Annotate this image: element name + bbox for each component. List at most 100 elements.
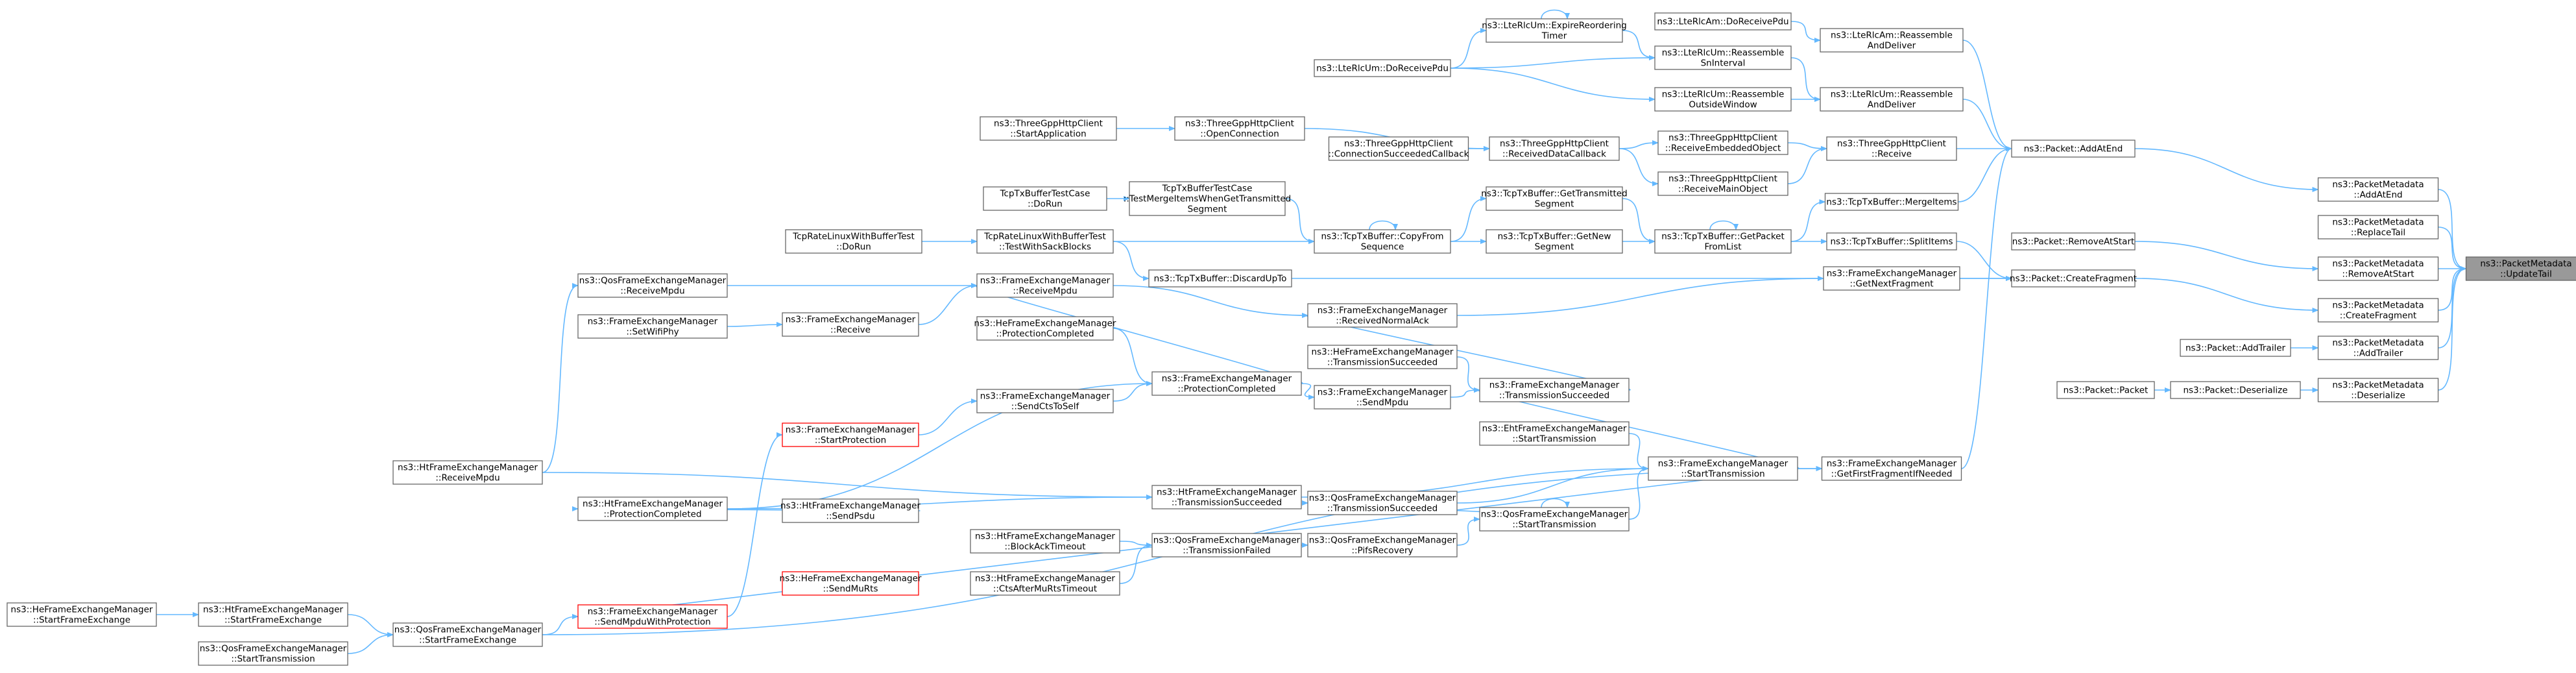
node-ns3-frameexchangemanager-protectioncompleted[interactable]: ns3::FrameExchangeManager::ProtectionCom… <box>1151 371 1302 396</box>
node-ns3-threegpphttpclient-receivemainobject[interactable]: ns3::ThreeGppHttpClient::ReceiveMainObje… <box>1657 171 1788 196</box>
node-label-line: ns3::HtFrameExchangeManager <box>780 501 921 511</box>
call-edge <box>1619 140 1659 149</box>
node-ns3-ehtframeexchangemanager-starttransmission[interactable]: ns3::EhtFrameExchangeManager::StartTrans… <box>1479 421 1630 446</box>
call-edge <box>1961 146 2012 469</box>
node-tcptxbuffertestcase-dorun[interactable]: TcpTxBufferTestCase::DoRun <box>983 186 1107 211</box>
node-ns3-htframeexchangemanager-sendpsdu[interactable]: ns3::HtFrameExchangeManager::SendPsdu <box>780 498 921 523</box>
node-ns3-threegpphttpclient-receive[interactable]: ns3::ThreeGppHttpClient::Receive <box>1826 136 1957 161</box>
node-ns3-frameexchangemanager-receivempdu[interactable]: ns3::FrameExchangeManager::ReceiveMpdu <box>976 273 1114 298</box>
node-ns3-tcptxbuffer-mergeitems[interactable]: ns3::TcpTxBuffer::MergeItems <box>1824 193 1959 211</box>
call-edge <box>347 632 394 654</box>
node-box <box>2317 378 2439 402</box>
node-ns3-htframeexchangemanager-startframeexchange[interactable]: ns3::HtFrameExchangeManager::StartFrameE… <box>198 602 348 627</box>
node-box <box>1307 533 1458 557</box>
node-ns3-frameexchangemanager-sendmpdu[interactable]: ns3::FrameExchangeManager::SendMpdu <box>1314 385 1451 410</box>
node-ns3-htframeexchangemanager-ctsaftermurtstimeout[interactable]: ns3::HtFrameExchangeManager::CtsAfterMuR… <box>970 571 1120 596</box>
node-ns3-packet-deserialize[interactable]: ns3::Packet::Deserialize <box>2170 381 2301 399</box>
node-label-line: ns3::FrameExchangeManager <box>588 607 718 617</box>
node-ns3-packet-packet[interactable]: ns3::Packet::Packet <box>2056 381 2155 399</box>
node-ns3-threegpphttpclient-startapplication[interactable]: ns3::ThreeGppHttpClient::StartApplicatio… <box>980 116 1117 141</box>
node-ns3-frameexchangemanager-getnextfragment[interactable]: ns3::FrameExchangeManager::GetNextFragme… <box>1823 266 1960 291</box>
node-label-line: ns3::QosFrameExchangeManager <box>1481 509 1628 520</box>
node-label-line: ns3::HtFrameExchangeManager <box>203 605 343 615</box>
node-label-line: ::Deserialize <box>2351 391 2405 401</box>
node-ns3-htframeexchangemanager-protectioncompleted[interactable]: ns3::HtFrameExchangeManager::ProtectionC… <box>577 496 728 521</box>
node-box <box>976 273 1114 298</box>
node-ns3-lterlcum-doreceivepdu[interactable]: ns3::LteRlcUm::DoReceivePdu <box>1314 59 1451 77</box>
node-ns3-heframeexchangemanager-transmissionsucceeded[interactable]: ns3::HeFrameExchangeManager::Transmissio… <box>1307 345 1458 369</box>
node-tcptxbuffertestcase-testmergeitemswhengettransmittedsegment[interactable]: TcpTxBufferTestCase::TestMergeItemsWhenG… <box>1124 181 1291 216</box>
call-edge <box>1456 356 1480 393</box>
node-label-line: ns3::Packet::AddTrailer <box>2185 343 2286 354</box>
node-ns3-qosframeexchangemanager-transmissionsucceeded[interactable]: ns3::QosFrameExchangeManager::Transmissi… <box>1307 491 1458 515</box>
node-ns3-qosframeexchangemanager-starttransmission[interactable]: ns3::QosFrameExchangeManager::StartTrans… <box>198 641 348 666</box>
node-ns3-packet-addatend[interactable]: ns3::Packet::AddAtEnd <box>2011 140 2136 158</box>
node-ns3-frameexchangemanager-transmissionsucceeded[interactable]: ns3::FrameExchangeManager::TransmissionS… <box>1479 378 1630 402</box>
node-label-line: ns3::HtFrameExchangeManager <box>975 532 1115 542</box>
node-label-line: ns3::LteRlcAm::Reassemble <box>1831 31 1953 41</box>
node-ns3-packetmetadata-removeatstart[interactable]: ns3::PacketMetadata::RemoveAtStart <box>2317 256 2439 281</box>
node-tcpratelinuxwithbuffertest-testwithsackblocks[interactable]: TcpRateLinuxWithBufferTest::TestWithSack… <box>976 229 1114 254</box>
node-label-line: ::DoRun <box>836 242 871 252</box>
node-ns3-heframeexchangemanager-protectioncompleted[interactable]: ns3::HeFrameExchangeManager::ProtectionC… <box>974 316 1116 341</box>
node-ns3-qosframeexchangemanager-pifsrecovery[interactable]: ns3::QosFrameExchangeManager::PifsRecove… <box>1307 533 1458 557</box>
node-tcpratelinuxwithbuffertest-dorun[interactable]: TcpRateLinuxWithBufferTest::DoRun <box>785 229 922 254</box>
node-ns3-packetmetadata-addatend[interactable]: ns3::PacketMetadata::AddAtEnd <box>2317 177 2439 202</box>
node-ns3-packetmetadata-addtrailer[interactable]: ns3::PacketMetadata::AddTrailer <box>2317 336 2439 360</box>
node-ns3-frameexchangemanager-starttransmission[interactable]: ns3::FrameExchangeManager::StartTransmis… <box>1648 456 1798 481</box>
node-ns3-htframeexchangemanager-transmissionsucceeded[interactable]: ns3::HtFrameExchangeManager::Transmissio… <box>1151 485 1302 509</box>
node-ns3-htframeexchangemanager-blockacktimeout[interactable]: ns3::HtFrameExchangeManager::BlockAckTim… <box>970 529 1120 554</box>
node-ns3-packet-removeatstart[interactable]: ns3::Packet::RemoveAtStart <box>2011 232 2136 251</box>
node-label-line: Sequence <box>1361 242 1404 252</box>
call-edge <box>1450 67 1655 102</box>
node-ns3-threegpphttpclient-receiveddatacallback[interactable]: ns3::ThreeGppHttpClient::ReceivedDataCal… <box>1489 136 1620 161</box>
node-label-line: ns3::PacketMetadata <box>2332 338 2424 349</box>
node-ns3-packet-createfragment[interactable]: ns3::Packet::CreateFragment <box>2010 269 2137 288</box>
node-box <box>1820 87 1964 112</box>
node-label-line: ::StartFrameExchange <box>224 615 322 626</box>
node-label-line: ::TransmissionSucceeded <box>1327 358 1438 368</box>
node-ns3-threegpphttpclient-connectionsucceededcallback[interactable]: ns3::ThreeGppHttpClient::ConnectionSucce… <box>1329 136 1469 161</box>
node-ns3-packetmetadata-createfragment[interactable]: ns3::PacketMetadata::CreateFragment <box>2317 298 2439 323</box>
node-ns3-tcptxbuffer-discardupto[interactable]: ns3::TcpTxBuffer::DiscardUpTo <box>1148 269 1292 288</box>
node-ns3-frameexchangemanager-getfirstfragmentifneeded[interactable]: ns3::FrameExchangeManager::GetFirstFragm… <box>1821 456 1962 481</box>
node-ns3-frameexchangemanager-sendctstoself[interactable]: ns3::FrameExchangeManager::SendCtsToSelf <box>976 389 1114 413</box>
call-edge <box>1119 541 1153 548</box>
node-ns3-heframeexchangemanager-startframeexchange[interactable]: ns3::HeFrameExchangeManager::StartFrameE… <box>6 602 157 627</box>
node-ns3-qosframeexchangemanager-receivempdu[interactable]: ns3::QosFrameExchangeManager::ReceiveMpd… <box>577 273 728 298</box>
node-ns3-frameexchangemanager-sendmpduwithprotection[interactable]: ns3::FrameExchangeManager::SendMpduWithP… <box>577 604 728 629</box>
node-ns3-packetmetadata-deserialize[interactable]: ns3::PacketMetadata::Deserialize <box>2317 378 2439 402</box>
node-label-line: Segment <box>1188 204 1227 215</box>
node-box <box>1129 181 1286 216</box>
node-ns3-frameexchangemanager-receivednormalack[interactable]: ns3::FrameExchangeManager::ReceivedNorma… <box>1307 303 1458 328</box>
node-ns3-qosframeexchangemanager-startframeexchange[interactable]: ns3::QosFrameExchangeManager::StartFrame… <box>392 622 543 647</box>
node-ns3-frameexchangemanager-startprotection[interactable]: ns3::FrameExchangeManager::StartProtecti… <box>782 422 919 447</box>
node-ns3-threegpphttpclient-receiveembeddedobject[interactable]: ns3::ThreeGppHttpClient::ReceiveEmbedded… <box>1657 130 1788 155</box>
call-edge <box>1450 196 1487 242</box>
node-ns3-lterlcam-doreceivepdu[interactable]: ns3::LteRlcAm::DoReceivePdu <box>1654 12 1792 31</box>
node-ns3-frameexchangemanager-setwifiphy[interactable]: ns3::FrameExchangeManager::SetWifiPhy <box>577 314 728 339</box>
node-ns3-qosframeexchangemanager-transmissionfailed[interactable]: ns3::QosFrameExchangeManager::Transmissi… <box>1151 533 1302 557</box>
node-label-line: ::SendMpduWithProtection <box>594 617 710 628</box>
node-ns3-htframeexchangemanager-receivempdu[interactable]: ns3::HtFrameExchangeManager::ReceiveMpdu <box>392 460 543 485</box>
node-ns3-threegpphttpclient-openconnection[interactable]: ns3::ThreeGppHttpClient::OpenConnection <box>1174 116 1305 141</box>
node-ns3-heframeexchangemanager-sendmurts[interactable]: ns3::HeFrameExchangeManager::SendMuRts <box>780 571 922 596</box>
node-ns3-packetmetadata-updatetail[interactable]: ns3::PacketMetadata::UpdateTail <box>2465 256 2576 281</box>
node-label-line: ns3::FrameExchangeManager <box>1827 459 1957 469</box>
node-ns3-tcptxbuffer-splititems[interactable]: ns3::TcpTxBuffer::SplitItems <box>1826 232 1957 251</box>
node-ns3-qosframeexchangemanager-starttransmission[interactable]: ns3::QosFrameExchangeManager::StartTrans… <box>1479 507 1630 532</box>
node-ns3-frameexchangemanager-receive[interactable]: ns3::FrameExchangeManager::Receive <box>782 312 919 337</box>
node-label-line: ns3::TcpTxBuffer::GetPacket <box>1661 232 1785 242</box>
node-ns3-packetmetadata-replacetail[interactable]: ns3::PacketMetadata::ReplaceTail <box>2317 215 2439 239</box>
node-ns3-packet-addtrailer[interactable]: ns3::Packet::AddTrailer <box>2180 339 2291 357</box>
